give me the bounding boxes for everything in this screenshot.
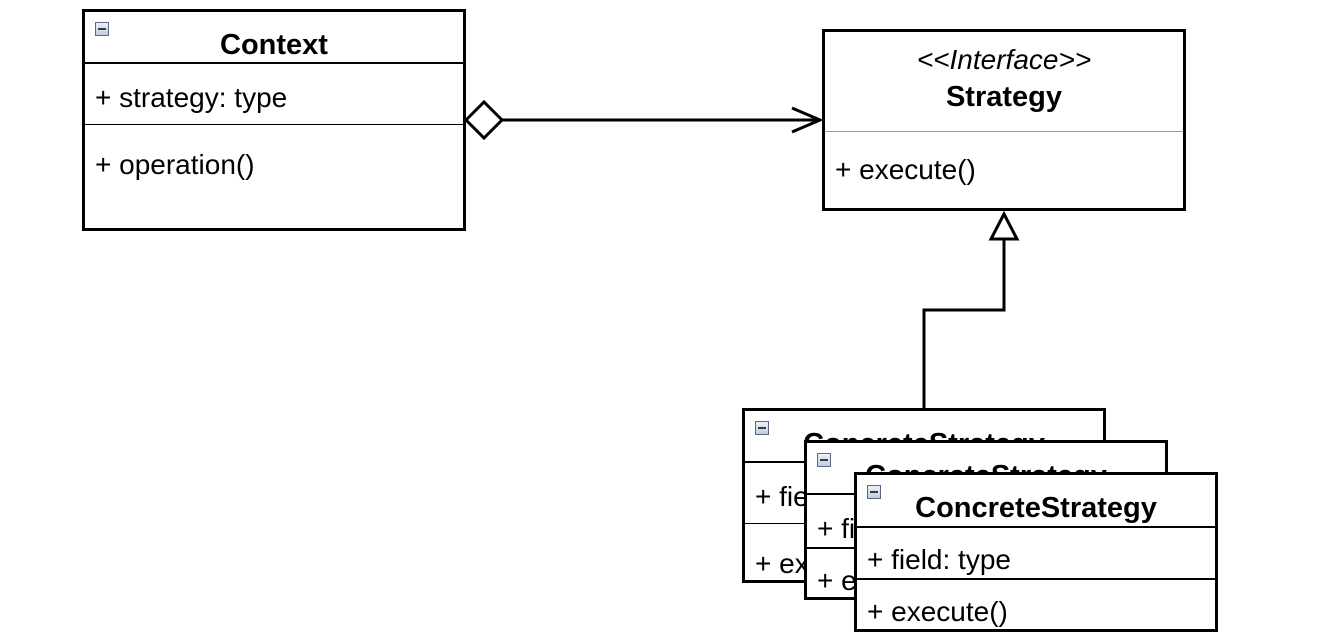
context-class[interactable]: Context + strategy: type + operation(): [82, 9, 466, 231]
aggregation-connector[interactable]: [463, 99, 824, 141]
collapse-icon[interactable]: [867, 485, 881, 499]
collapse-icon[interactable]: [755, 421, 769, 435]
strategy-interface[interactable]: <<Interface>> Strategy + execute(): [822, 29, 1186, 211]
context-operation: + operation(): [95, 149, 255, 180]
concrete-strategy-name: ConcreteStrategy: [915, 492, 1157, 524]
strategy-divider: [825, 131, 1183, 132]
concrete-divider-body: [857, 578, 1215, 580]
realization-line: [922, 239, 1006, 410]
realization-connector[interactable]: [922, 210, 1020, 410]
concrete-operation: + execute(): [867, 596, 1008, 627]
strategy-operation: + execute(): [835, 154, 976, 185]
collapse-icon[interactable]: [95, 22, 109, 36]
concrete-field: + field: type: [867, 544, 1011, 575]
strategy-interface-name: Strategy: [945, 81, 1063, 113]
context-divider-body: [85, 124, 463, 125]
aggregation-diamond-icon: [463, 99, 505, 141]
navigability-arrowhead-icon: [791, 106, 824, 134]
context-divider-header: [85, 62, 463, 64]
concrete-strategy-class[interactable]: ConcreteStrategy + field: type + execute…: [854, 472, 1218, 632]
strategy-stereotype: <<Interface>>: [916, 44, 1092, 75]
concrete-divider-header: [857, 526, 1215, 528]
inheritance-triangle-icon: [988, 210, 1020, 241]
context-attribute: + strategy: type: [95, 82, 288, 113]
context-class-name: Context: [220, 29, 328, 61]
collapse-icon[interactable]: [817, 453, 831, 467]
